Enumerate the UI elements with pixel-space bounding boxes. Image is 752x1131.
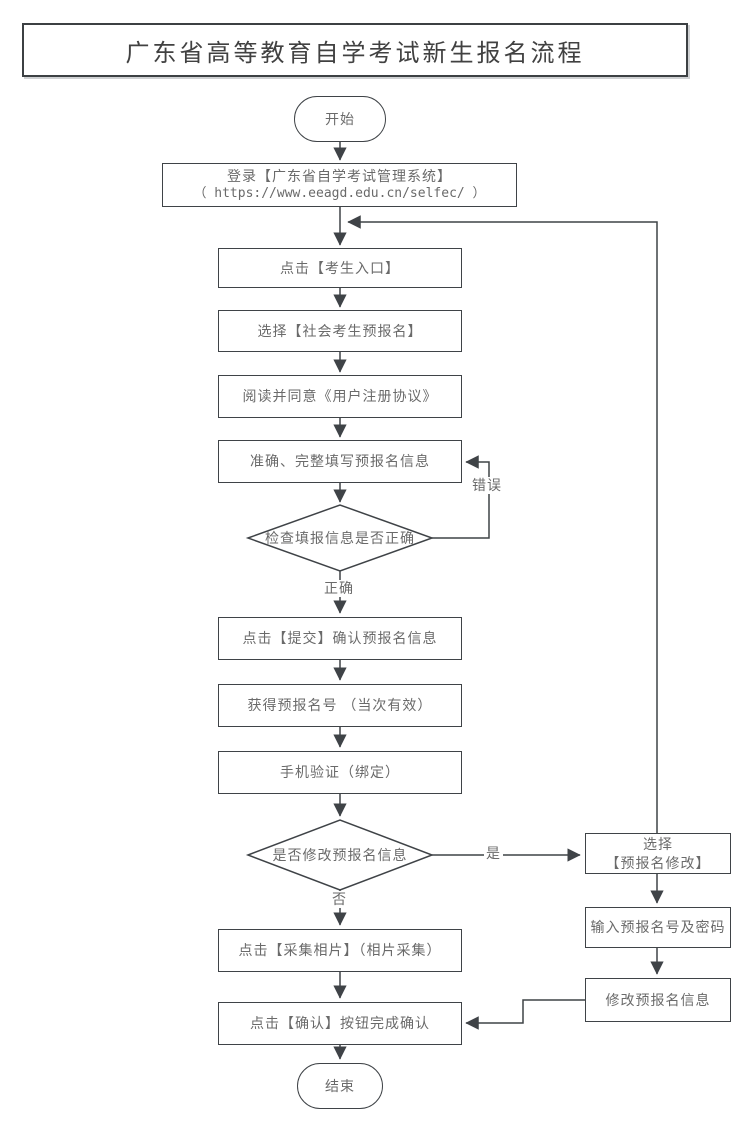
node-phone-verify: 手机验证（绑定） (218, 751, 462, 794)
node-start: 开始 (294, 96, 386, 142)
edge-label-wrong-text: 错误 (472, 477, 502, 493)
decision-diamond-modify (245, 819, 435, 891)
node-confirm: 点击【确认】按钮完成确认 (218, 1002, 462, 1045)
edge-label-no: 否 (330, 891, 349, 908)
node-modify-decision-label: 是否修改预报名信息 (272, 847, 408, 863)
edge-modifyinfo-to-confirm (465, 999, 585, 1030)
node-modify-info: 修改预报名信息 (585, 978, 731, 1022)
node-select-modify-line1: 选择 (643, 835, 673, 852)
edge-label-wrong: 错误 (470, 477, 504, 494)
node-start-label: 开始 (325, 110, 355, 127)
node-end-label: 结束 (325, 1077, 355, 1094)
edge-label-no-text: 否 (332, 891, 347, 907)
edge-selectmodify-return-to-mainflow (347, 215, 658, 833)
node-end: 结束 (297, 1063, 383, 1109)
node-user-agreement: 阅读并同意《用户注册协议》 (218, 375, 462, 418)
node-modify-decision: 是否修改预报名信息 (252, 837, 428, 873)
edge-label-yes-text: 是 (486, 845, 501, 861)
node-select-modify: 选择 【预报名修改】 (585, 833, 731, 874)
page-title-text: 广东省高等教育自学考试新生报名流程 (125, 39, 585, 67)
node-input-number-password: 输入预报名号及密码 (585, 907, 731, 948)
node-get-prereg-number-label: 获得预报名号 （当次有效） (247, 697, 433, 714)
page-title: 广东省高等教育自学考试新生报名流程 (22, 23, 688, 77)
node-select-preregistration-label: 选择【社会考生预报名】 (257, 322, 423, 339)
node-collect-photo: 点击【采集相片】（相片采集） (218, 929, 462, 972)
node-modify-info-label: 修改预报名信息 (605, 991, 711, 1008)
node-fill-info: 准确、完整填写预报名信息 (218, 440, 462, 483)
node-phone-verify-label: 手机验证（绑定） (280, 764, 400, 781)
edge-label-correct: 正确 (322, 580, 356, 597)
node-login-system: 登录【广东省自学考试管理系统】 （ https://www.eeagd.edu.… (162, 163, 517, 207)
edge-label-correct-text: 正确 (324, 580, 354, 596)
node-check-info-label: 检查填报信息是否正确 (265, 530, 415, 546)
node-candidate-entrance-label: 点击【考生入口】 (280, 259, 400, 276)
decision-diamond-check-info (245, 504, 435, 572)
node-submit: 点击【提交】确认预报名信息 (218, 617, 462, 660)
node-select-preregistration: 选择【社会考生预报名】 (218, 310, 462, 352)
node-get-prereg-number: 获得预报名号 （当次有效） (218, 684, 462, 727)
node-login-url: （ https://www.eeagd.edu.cn/selfec/ ） (193, 185, 486, 201)
node-input-number-password-label: 输入预报名号及密码 (590, 919, 726, 936)
node-check-info-decision: 检查填报信息是否正确 (252, 520, 428, 556)
node-candidate-entrance: 点击【考生入口】 (218, 248, 462, 288)
node-login-label: 登录【广东省自学考试管理系统】 (227, 168, 452, 185)
node-collect-photo-label: 点击【采集相片】（相片采集） (238, 942, 442, 959)
node-confirm-label: 点击【确认】按钮完成确认 (250, 1015, 430, 1032)
node-select-modify-line2: 【预报名修改】 (605, 854, 711, 871)
edge-label-yes: 是 (484, 845, 503, 862)
edge-checkinfo-wrong-loop (432, 455, 490, 539)
node-fill-info-label: 准确、完整填写预报名信息 (250, 453, 430, 470)
node-submit-label: 点击【提交】确认预报名信息 (242, 630, 438, 647)
node-user-agreement-label: 阅读并同意《用户注册协议》 (242, 388, 438, 405)
